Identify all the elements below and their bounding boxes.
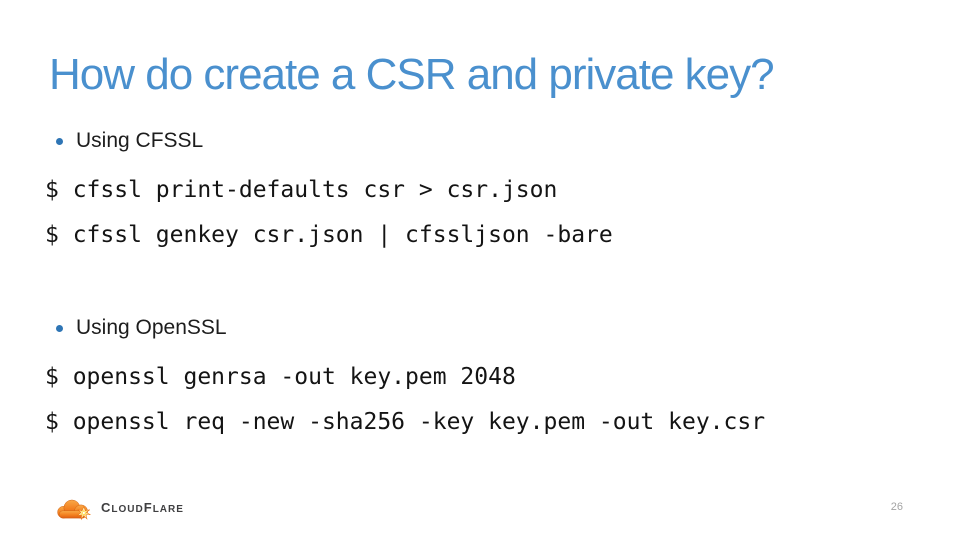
bullet-dot-icon bbox=[56, 324, 63, 332]
wordmark-part: LOUD bbox=[111, 504, 144, 515]
code-line: $ cfssl genkey csr.json | cfssljson -bar… bbox=[45, 222, 613, 248]
wordmark-part: C bbox=[101, 500, 112, 515]
slide-title: How do create a CSR and private key? bbox=[49, 50, 775, 99]
cloudflare-logo: CLOUDFLARE bbox=[53, 494, 184, 522]
bullet-item-openssl: Using OpenSSL bbox=[56, 316, 227, 340]
wordmark-part: F bbox=[143, 500, 153, 515]
page-number: 26 bbox=[890, 501, 903, 513]
bullet-label: Using OpenSSL bbox=[76, 316, 227, 339]
wordmark-part: LARE bbox=[152, 504, 184, 515]
bullet-item-cfssl: Using CFSSL bbox=[56, 129, 203, 153]
code-line: $ openssl req -new -sha256 -key key.pem … bbox=[45, 409, 766, 435]
bullet-dot-icon bbox=[56, 137, 63, 145]
cloudflare-wordmark: CLOUDFLARE bbox=[101, 501, 184, 515]
code-line: $ cfssl print-defaults csr > csr.json bbox=[45, 177, 558, 203]
bullet-label: Using CFSSL bbox=[76, 129, 204, 152]
cloudflare-cloud-icon bbox=[57, 499, 92, 521]
code-line: $ openssl genrsa -out key.pem 2048 bbox=[45, 364, 516, 390]
